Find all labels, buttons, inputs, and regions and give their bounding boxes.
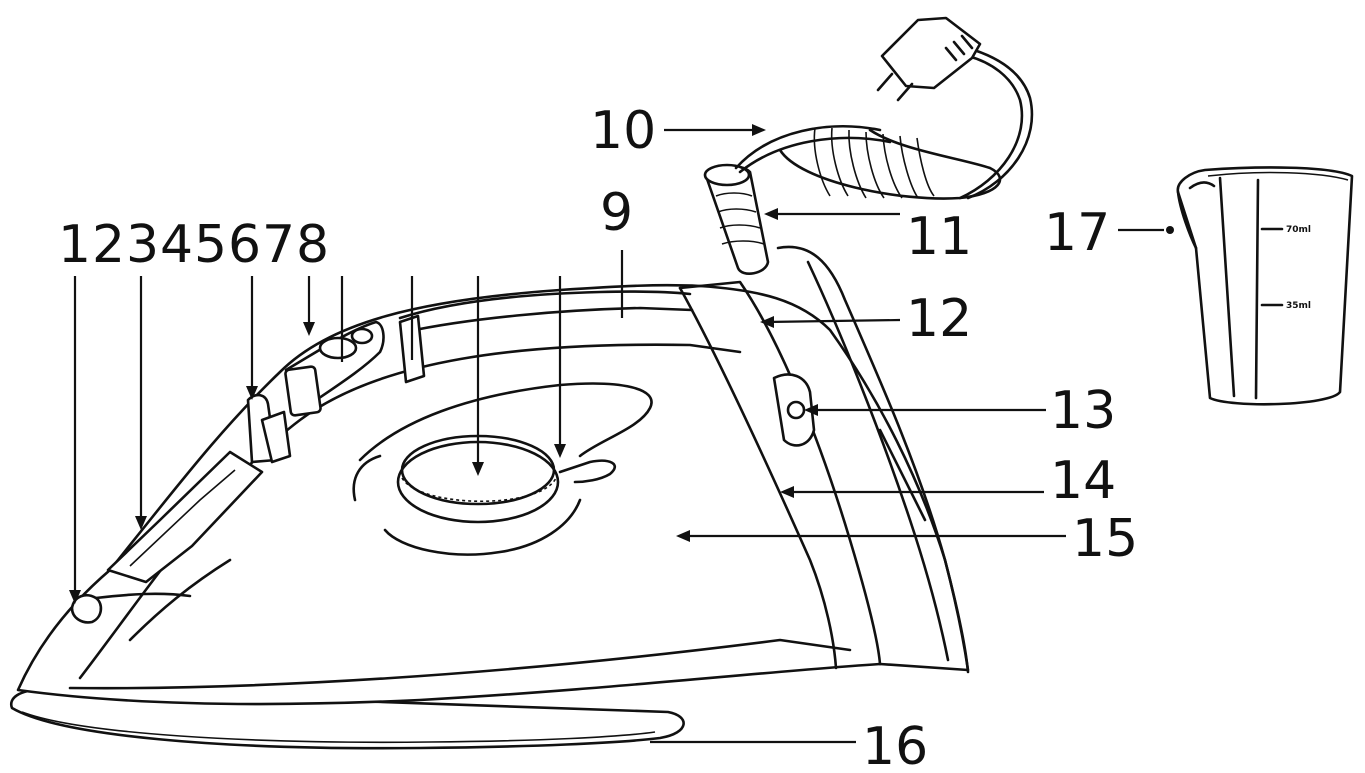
label-10: 10 <box>590 101 656 161</box>
label-4: 4 <box>160 215 193 275</box>
label-1: 1 <box>58 215 91 275</box>
steam-iron <box>9 163 970 750</box>
label-11: 11 <box>906 207 972 267</box>
leader-lines <box>69 124 1174 744</box>
label-8: 8 <box>296 215 329 275</box>
water-window <box>358 382 653 462</box>
label-3: 3 <box>126 215 159 275</box>
label-17: 17 <box>1044 203 1110 263</box>
power-plug <box>880 16 982 90</box>
label-9: 9 <box>600 183 633 243</box>
label-7: 7 <box>262 215 295 275</box>
label-13: 13 <box>1050 381 1116 441</box>
label-15: 15 <box>1072 509 1138 569</box>
measuring-cup: 70ml 35ml <box>1176 166 1354 406</box>
label-2: 2 <box>92 215 125 275</box>
rear-cover <box>678 280 882 666</box>
label-6: 6 <box>228 215 261 275</box>
part-labels: 1 2 3 4 5 6 7 8 9 10 11 12 13 14 15 16 1… <box>58 101 1138 773</box>
spray-nozzle <box>70 594 103 624</box>
label-5: 5 <box>194 215 227 275</box>
cup-mark-upper: 70ml <box>1286 225 1311 235</box>
label-16: 16 <box>862 717 928 773</box>
power-cord <box>734 16 1034 200</box>
label-14: 14 <box>1050 451 1116 511</box>
cup-mark-lower: 35ml <box>1286 301 1311 311</box>
label-12: 12 <box>906 289 972 349</box>
